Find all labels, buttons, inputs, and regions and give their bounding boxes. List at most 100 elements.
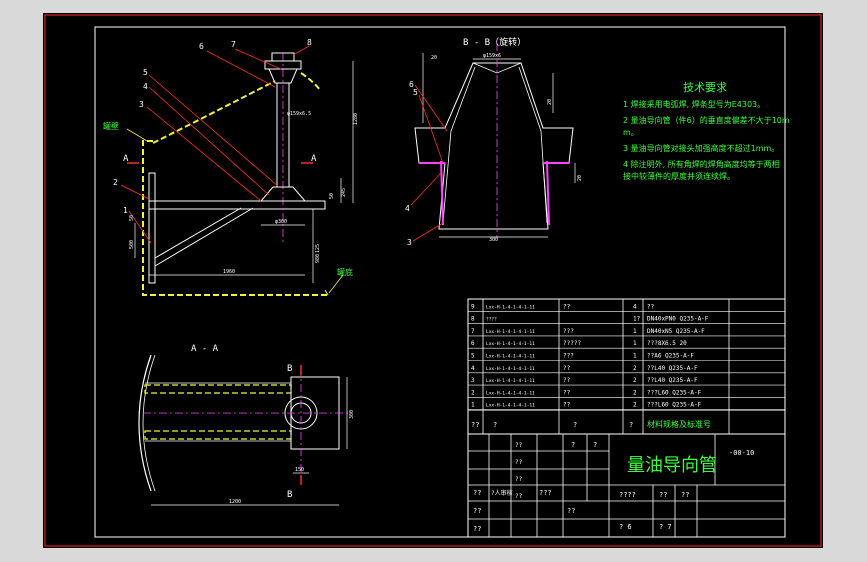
balloon-5-front: 5: [143, 68, 148, 77]
weld-right: [546, 160, 550, 226]
bb-balloon-5: 5: [413, 88, 418, 97]
parts-row-mat: ??: [647, 303, 655, 310]
wall-bottom-label: 罐底: [337, 267, 353, 277]
balloon-4-front: 4: [143, 82, 148, 91]
cone-outer: [414, 62, 574, 230]
title-block-frame: [467, 433, 786, 538]
tb-left-cell: ??: [515, 459, 523, 466]
parts-row-code: Lxx-H-1-4-1-4-1-11: [486, 341, 535, 347]
parts-row-mat: ???L60 Q235-A-F: [647, 402, 702, 409]
horizontal-beam: [148, 200, 326, 210]
inner-border: [94, 26, 786, 538]
tb-cell-b: ?: [593, 441, 597, 449]
tb-left-cell: ??: [515, 476, 523, 483]
leader-3: [146, 106, 262, 202]
leader-1: [128, 210, 152, 244]
parts-row-no: 6: [471, 340, 475, 347]
tb-cell-d: ??: [473, 507, 481, 515]
section-a-right-mark: A: [311, 154, 317, 164]
parts-row-code: Lxx-H-1-4-1-4-1-11: [486, 304, 535, 310]
support-column: [148, 172, 156, 284]
bb-balloon-4: 4: [405, 204, 410, 213]
bb-dim-w3: 20: [577, 175, 583, 181]
diagonal-brace-a: [154, 207, 254, 267]
tb-cell-a: ?: [571, 441, 575, 449]
tb-cell-k: ??: [567, 507, 575, 515]
dim-left-1: 50: [129, 215, 135, 221]
parts-header-mat: 材料规格及标准号: [647, 419, 711, 429]
cone-inner-left: [442, 66, 476, 224]
parts-row-name: ??: [563, 303, 571, 310]
tb-cell-g: ??: [681, 491, 689, 499]
bb-dim-bottom: 300: [489, 237, 498, 243]
tech-item-3: m。: [623, 128, 639, 137]
tech-title: 技术要求: [683, 81, 727, 94]
parts-row-qty: 4: [633, 303, 637, 310]
aa-dim-height: 300: [349, 410, 355, 419]
cone-inner-right: [518, 66, 548, 224]
section-aa-title: A - A: [191, 344, 219, 354]
tech-requirements: 技术要求 1 焊接采用电弧焊, 焊条型号为E4303。 2 量油导向管（件6）的…: [623, 81, 790, 181]
tank-wall-bottom: [324, 289, 329, 296]
balloon-1-front: 1: [123, 206, 128, 215]
parts-row-code: Lxx-H-1-4-1-4-1-11: [486, 354, 535, 360]
leader-2: [120, 184, 150, 200]
flange-neck: [268, 68, 298, 84]
parts-row-code: ????: [486, 317, 497, 323]
drawing-title: 量油导向管: [627, 455, 717, 476]
section-a-left-mark: A: [123, 154, 129, 164]
tb-cell-f: ??: [659, 491, 667, 499]
leader-4: [148, 86, 270, 196]
aa-beam-top: [144, 384, 292, 394]
balloon-8-front: 8: [307, 38, 312, 47]
tb-left-cell: ??: [515, 493, 523, 500]
parts-row-mat: DN40xPN0 Q235-A-F: [647, 316, 709, 323]
parts-row-qty: 1?: [633, 316, 641, 323]
parts-row-qty: 1: [633, 340, 637, 347]
parts-row-qty: 2: [633, 402, 637, 409]
parts-row-qty: 1: [633, 353, 637, 360]
dim-pipe-dia: φ159x6.5: [287, 111, 311, 117]
aa-dim-width: 1200: [229, 499, 241, 505]
balloon-3-front: 3: [139, 100, 144, 109]
wall-bottom-leader: [328, 274, 344, 294]
title-block: 量油导向管 -00-10 ? ? ?? ?? ???? ?? ?? ?? ?人审…: [467, 433, 786, 538]
parts-header-code: ?: [493, 421, 497, 429]
aa-dim-gap: 150: [295, 467, 304, 473]
tech-item-6: 接中较薄件的厚度并须连续焊。: [623, 171, 735, 181]
parts-row-name: ???: [563, 353, 574, 360]
cover-arc-right: [300, 72, 322, 92]
front-view: 6 7 8 5 4 3 2 1 罐壁 罐底 A A φ159x6.5 1280 …: [103, 38, 359, 296]
parts-row-name: ??: [563, 377, 571, 384]
weld-left: [440, 160, 444, 226]
aa-beam-bottom: [144, 430, 292, 440]
pipe-base: [259, 186, 307, 202]
parts-row-no: 4: [471, 365, 475, 372]
parts-header-qty: ?: [629, 421, 633, 429]
cone-top: [472, 62, 522, 74]
leader-8: [292, 45, 310, 56]
tb-cell-h: ??: [473, 525, 481, 533]
section-bb-view: B - B（旋转） φ159x6 20 20 20 300 6 5 4 3: [405, 36, 583, 247]
dim-height-2: 245: [341, 188, 347, 197]
section-aa-view: A - A B: [138, 344, 355, 506]
dim-base-dia: φ300: [275, 219, 287, 225]
cover-arc: [152, 80, 276, 144]
parts-row-mat: DN40xN5 Q235-A-F: [647, 328, 705, 335]
parts-row-code: Lxx-H-1-4-1-4-1-11: [486, 390, 535, 396]
dim-height-3: 50: [329, 193, 335, 199]
section-bb-title: B - B（旋转）: [463, 36, 526, 48]
parts-header-name: ?: [573, 421, 577, 429]
tank-wall-left: [142, 140, 328, 296]
leader-6: [206, 50, 276, 88]
wall-top-label: 罐壁: [103, 121, 119, 131]
drawing-canvas[interactable]: 6 7 8 5 4 3 2 1 罐壁 罐底 A A φ159x6.5 1280 …: [43, 13, 823, 548]
bb-balloon-3: 3: [407, 238, 412, 247]
parts-row-qty: 1: [633, 328, 637, 335]
parts-row-no: 7: [471, 328, 475, 335]
tech-item-5: 4 除注明外, 所有角焊的焊角高度均等于两相: [623, 159, 780, 169]
parts-row-qty: 2: [633, 389, 637, 396]
parts-row-mat: ??A6 Q235-A-F: [647, 353, 694, 360]
leader-5: [148, 74, 280, 188]
wall-top-leader: [126, 128, 148, 142]
